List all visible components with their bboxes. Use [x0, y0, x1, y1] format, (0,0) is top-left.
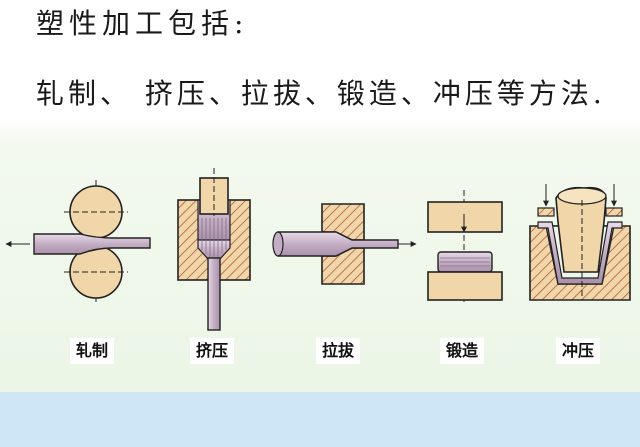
bottom-strip [0, 392, 640, 447]
stamped-sheet [537, 221, 623, 285]
forging-illustration [427, 190, 503, 302]
drawn-wire [277, 231, 399, 257]
extrusion-illustration [177, 168, 251, 331]
label-extrusion: 挤压 [190, 338, 235, 364]
label-stamping: 冲压 [556, 338, 601, 364]
stamping-illustration [529, 184, 631, 301]
page-title: 塑性加工包括: [36, 7, 249, 40]
rolling-illustration [5, 180, 151, 302]
extruded-rod [207, 257, 221, 331]
lower-anvil [427, 271, 503, 301]
label-drawing: 拉拔 [316, 338, 361, 364]
upper-anvil [427, 201, 503, 233]
methods-text: 轧制、 挤压、拉拔、锻造、冲压等方法. [36, 77, 606, 110]
drawing-illustration [272, 203, 417, 285]
rolled-strip [33, 233, 151, 255]
label-forging: 锻造 [440, 338, 485, 364]
label-rolling: 轧制 [70, 338, 115, 364]
